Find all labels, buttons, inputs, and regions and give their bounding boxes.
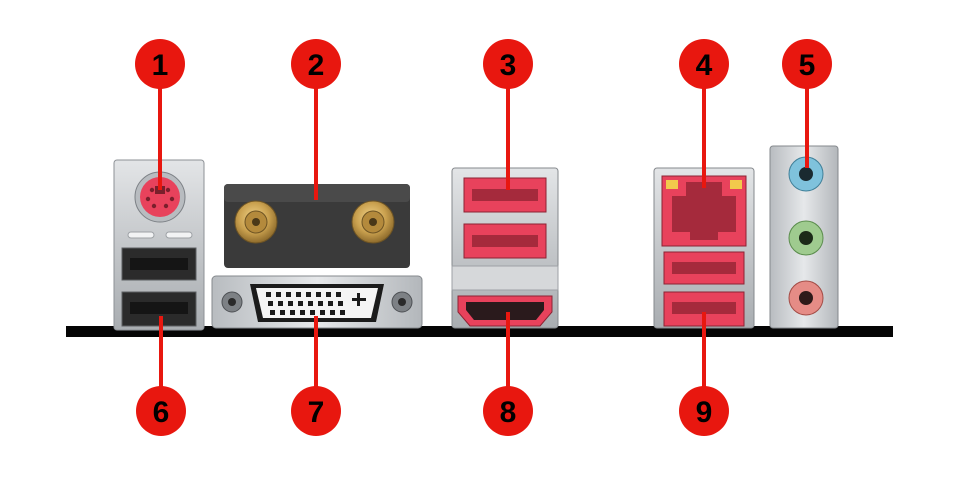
callout-label-6: 6: [153, 396, 170, 429]
callout-badge-9: 9: [679, 386, 729, 436]
callout-badge-2: 2: [291, 39, 341, 89]
callout-badge-5: 5: [782, 39, 832, 89]
ps2-usb-stack-left: [113, 159, 205, 331]
callout-badge-3: 3: [483, 39, 533, 89]
dvi-port: [211, 275, 423, 329]
usb-hdmi-stack: [451, 167, 559, 329]
callout-label-2: 2: [308, 49, 325, 82]
callout-label-8: 8: [500, 396, 517, 429]
callout-badge-6: 6: [136, 386, 186, 436]
wifi-antenna-connectors: [224, 184, 410, 268]
callout-label-7: 7: [308, 396, 325, 429]
pointer-lines: [158, 86, 809, 390]
baseline-bar: [66, 326, 893, 337]
callout-label-1: 1: [152, 49, 169, 82]
callout-label-5: 5: [799, 49, 816, 82]
callout-badge-1: 1: [135, 39, 185, 89]
callout-label-3: 3: [500, 49, 517, 82]
callout-label-4: 4: [696, 49, 713, 82]
callout-badge-8: 8: [483, 386, 533, 436]
audio-jacks: [769, 145, 839, 329]
lan-usb-stack: [653, 167, 755, 329]
callout-badge-7: 7: [291, 386, 341, 436]
callout-badge-4: 4: [679, 39, 729, 89]
callout-label-9: 9: [696, 396, 713, 429]
